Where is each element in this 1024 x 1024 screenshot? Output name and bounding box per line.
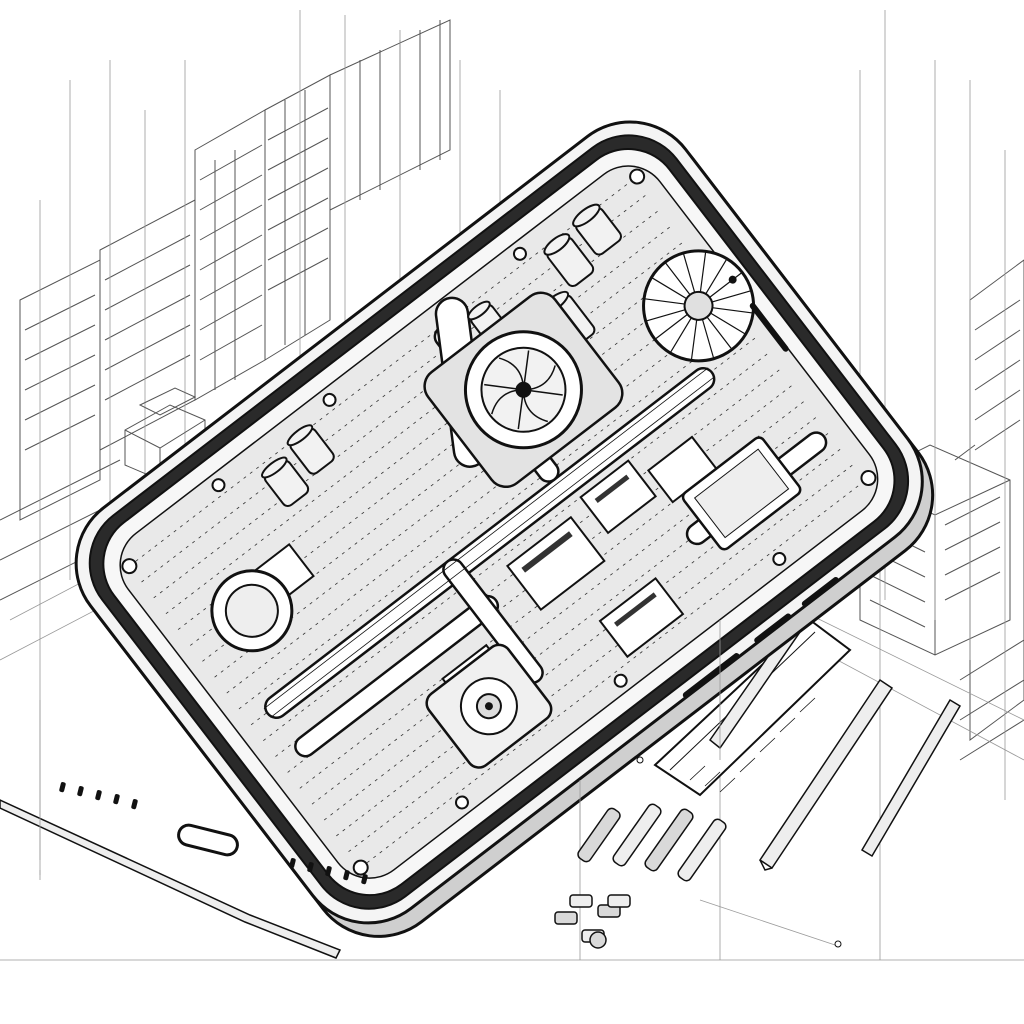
speaker-grille: [59, 782, 368, 885]
phone-body: [74, 120, 935, 938]
camera-module: [210, 569, 294, 653]
dimension-lines: [39, 620, 721, 880]
pencil: [0, 623, 962, 959]
fan-icon: [423, 291, 624, 489]
screws: [121, 168, 877, 876]
drafting-tools: [0, 618, 1024, 961]
side-buttons: [682, 576, 839, 699]
battery-module: [681, 436, 802, 551]
ruler: [653, 618, 852, 797]
background-left-buildings: [0, 10, 501, 860]
front-camera: [728, 275, 737, 284]
speaker-icon: [425, 643, 553, 769]
earpiece-slot: [749, 302, 789, 352]
fan-icon: [642, 249, 756, 363]
usb-port-icon: [177, 823, 239, 857]
spare-components: [554, 803, 727, 949]
